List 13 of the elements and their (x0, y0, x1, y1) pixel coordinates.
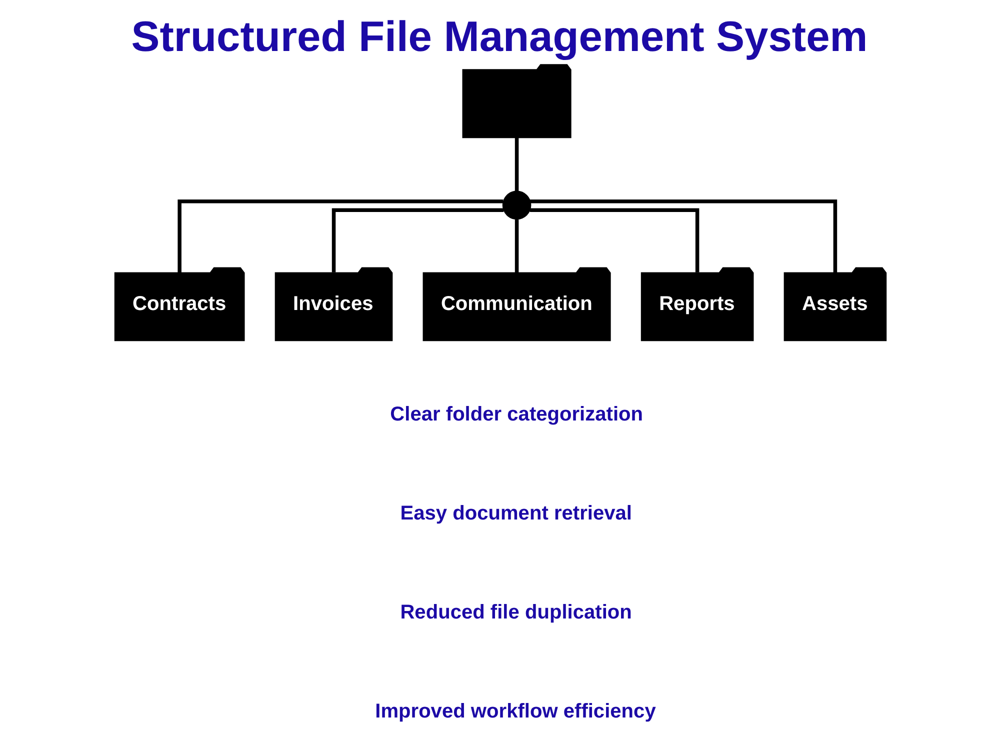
label: Easy document retrieval (400, 502, 632, 525)
connector (514, 138, 518, 192)
connector (530, 200, 837, 273)
label: Reduced file duplication (400, 602, 632, 624)
connector (177, 200, 503, 273)
diagram-title: Structured File Management System (130, 13, 868, 62)
node-circle (502, 190, 531, 220)
connector (331, 208, 504, 272)
node-folder (462, 64, 571, 138)
connector (529, 208, 699, 272)
connector (514, 219, 518, 273)
label: Improved workflow efficiency (374, 700, 656, 723)
label: Clear folder categorization (390, 404, 643, 426)
